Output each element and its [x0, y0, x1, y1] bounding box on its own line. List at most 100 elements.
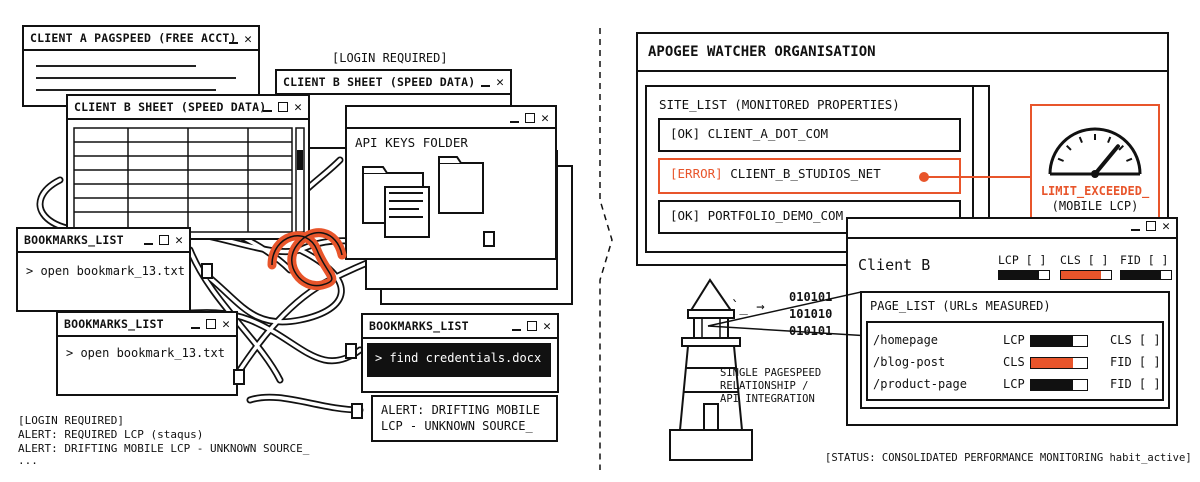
- minimize-icon[interactable]: [229, 42, 239, 44]
- bookmark-command: > open bookmark_13.txt: [26, 264, 185, 278]
- section-divider: [599, 28, 613, 470]
- close-icon[interactable]: ✕: [541, 110, 549, 126]
- maximize-icon[interactable]: [1146, 221, 1157, 231]
- knot-icon: [267, 228, 347, 291]
- page-url-blog-post[interactable]: /blog-post: [873, 355, 946, 369]
- folder-icon: [362, 156, 484, 238]
- page-metric-fill: [1031, 380, 1073, 390]
- page-metric-fill: [1031, 336, 1073, 346]
- maximize-icon[interactable]: [278, 102, 289, 112]
- api-keys-folder-window[interactable]: ✕ API KEYS FOLDER: [345, 105, 557, 260]
- site-status-tag: [OK]: [670, 208, 701, 223]
- maximize-icon[interactable]: [206, 319, 217, 329]
- maximize-icon[interactable]: [159, 235, 170, 245]
- bookmarks-list-window-2[interactable]: BOOKMARKS_LIST ✕ > open bookmark_13.txt: [56, 311, 238, 396]
- gauge-tick: [1126, 157, 1133, 162]
- page-right-metric: FID [ ]: [1110, 355, 1161, 369]
- window-title: BOOKMARKS_LIST: [18, 229, 189, 253]
- org-title: APOGEE WATCHER ORGANISATION: [648, 44, 876, 60]
- org-title-rule: [638, 70, 1167, 72]
- site-name: PORTFOLIO_DEMO_COM: [707, 208, 844, 223]
- close-icon[interactable]: ✕: [244, 31, 252, 47]
- caption-line-2: RELATIONSHIP /: [720, 380, 809, 392]
- site-list-scrollbar[interactable]: [972, 87, 988, 251]
- page-url-product-page[interactable]: /product-page: [873, 377, 967, 391]
- site-row-client-b[interactable]: [ERROR] CLIENT_B_STUDIOS_NET: [658, 158, 961, 194]
- minimize-icon[interactable]: [512, 329, 522, 331]
- close-icon[interactable]: ✕: [543, 318, 551, 334]
- page-metric-fill: [1031, 358, 1073, 368]
- metric-bar-fill: [1121, 271, 1161, 279]
- page-list-panel[interactable]: PAGE_LIST (URLs MEASURED): [860, 291, 1170, 409]
- command-input[interactable]: [367, 343, 551, 377]
- site-status-tag: [OK]: [670, 126, 701, 141]
- alert-line-1: ALERT: DRIFTING MOBILE: [381, 403, 540, 417]
- bookmarks-list-window-3[interactable]: BOOKMARKS_LIST ✕ > find credentials.docx: [361, 313, 559, 393]
- metric-label-lcp: LCP [ ]: [998, 253, 1047, 267]
- page-list-title: PAGE_LIST (URLs MEASURED): [870, 299, 1051, 313]
- window-title: BOOKMARKS_LIST: [58, 313, 236, 337]
- binary-line-2: 101010: [789, 307, 833, 321]
- window-title: CLIENT B SHEET (SPEED DATA): [277, 71, 510, 95]
- log-line-1: [LOGIN REQUIRED]: [18, 414, 124, 427]
- log-line-2: ALERT: REQUIRED LCP (staqus): [18, 428, 204, 441]
- window-title: BOOKMARKS_LIST: [363, 315, 557, 339]
- site-row-client-a[interactable]: [OK] CLIENT_A_DOT_COM: [658, 118, 961, 152]
- minimize-icon[interactable]: [481, 85, 491, 87]
- maximize-icon[interactable]: [527, 321, 538, 331]
- bookmarks-list-window-1[interactable]: BOOKMARKS_LIST ✕ > open bookmark_13.txt: [16, 227, 191, 312]
- minimize-icon[interactable]: [510, 121, 520, 123]
- window-title: CLIENT B SHEET (SPEED DATA): [68, 96, 308, 120]
- maximize-icon[interactable]: [525, 113, 536, 123]
- page-right-metric: FID [ ]: [1110, 377, 1161, 391]
- page-metric-label: LCP: [1003, 377, 1025, 391]
- metric-bar-fid: [1120, 270, 1172, 280]
- gauge-tick: [1078, 136, 1083, 143]
- login-required-label: [LOGIN REQUIRED]: [332, 51, 448, 65]
- minimize-icon[interactable]: [1131, 229, 1141, 231]
- site-status-tag-error: [ERROR]: [670, 166, 723, 181]
- window-title: CLIENT A PAGSPEED (FREE ACCT): [24, 27, 258, 51]
- client-b-title: Client B: [858, 256, 931, 274]
- bookmark-command: > open bookmark_13.txt: [66, 346, 225, 360]
- lighthouse-icon: [669, 278, 860, 461]
- page-metric-bar: [1030, 357, 1088, 369]
- minimize-icon[interactable]: [263, 110, 273, 112]
- minimize-icon[interactable]: [191, 327, 201, 329]
- gauge-tick: [1107, 136, 1112, 143]
- caption-line-3: API INTEGRATION: [720, 393, 815, 405]
- log-line-4: ...: [18, 454, 38, 467]
- client-b-sheet-window-front[interactable]: CLIENT B SHEET (SPEED DATA) ✕: [66, 94, 310, 240]
- close-icon[interactable]: ✕: [222, 316, 230, 332]
- page-url-homepage[interactable]: /homepage: [873, 333, 939, 347]
- client-b-titlebar: [848, 219, 1176, 239]
- metric-bar-cls: [1060, 270, 1112, 280]
- gauge-icon: [1048, 127, 1142, 178]
- close-icon[interactable]: ✕: [1162, 218, 1170, 234]
- metric-bar-fill: [1061, 271, 1101, 279]
- text-line: [36, 89, 216, 91]
- page-metric-label: CLS: [1003, 355, 1025, 369]
- spreadsheet-grid: [73, 127, 305, 233]
- close-icon[interactable]: ✕: [496, 74, 504, 90]
- binary-line-1: 010101: [789, 290, 833, 304]
- find-command: > find credentials.docx: [375, 351, 542, 365]
- client-b-window[interactable]: ✕ Client B LCP [ ] CLS [ ] FID [ ] PAGE_…: [846, 217, 1178, 426]
- alert-line-2: LCP - UNKNOWN SOURCE_: [381, 419, 533, 433]
- metric-label-fid: FID [ ]: [1120, 253, 1169, 267]
- binary-arrow: `_ →: [731, 299, 765, 315]
- close-icon[interactable]: ✕: [294, 99, 302, 115]
- page-metric-bar: [1030, 379, 1088, 391]
- limit-gauge-panel: LIMIT_EXCEEDED_ (MOBILE LCP): [1030, 104, 1160, 224]
- gauge-tick: [1057, 157, 1064, 162]
- metric-label-cls: CLS [ ]: [1060, 253, 1109, 267]
- window-titlebar: [347, 107, 555, 129]
- minimize-icon[interactable]: [144, 243, 154, 245]
- gauge-tick: [1066, 145, 1072, 151]
- text-line: [36, 65, 196, 67]
- metric-bar-lcp: [998, 270, 1050, 280]
- binary-line-3: 010101: [789, 324, 833, 338]
- close-icon[interactable]: ✕: [175, 232, 183, 248]
- gauge-tick: [1118, 145, 1124, 151]
- site-row-portfolio[interactable]: [OK] PORTFOLIO_DEMO_COM: [658, 200, 961, 234]
